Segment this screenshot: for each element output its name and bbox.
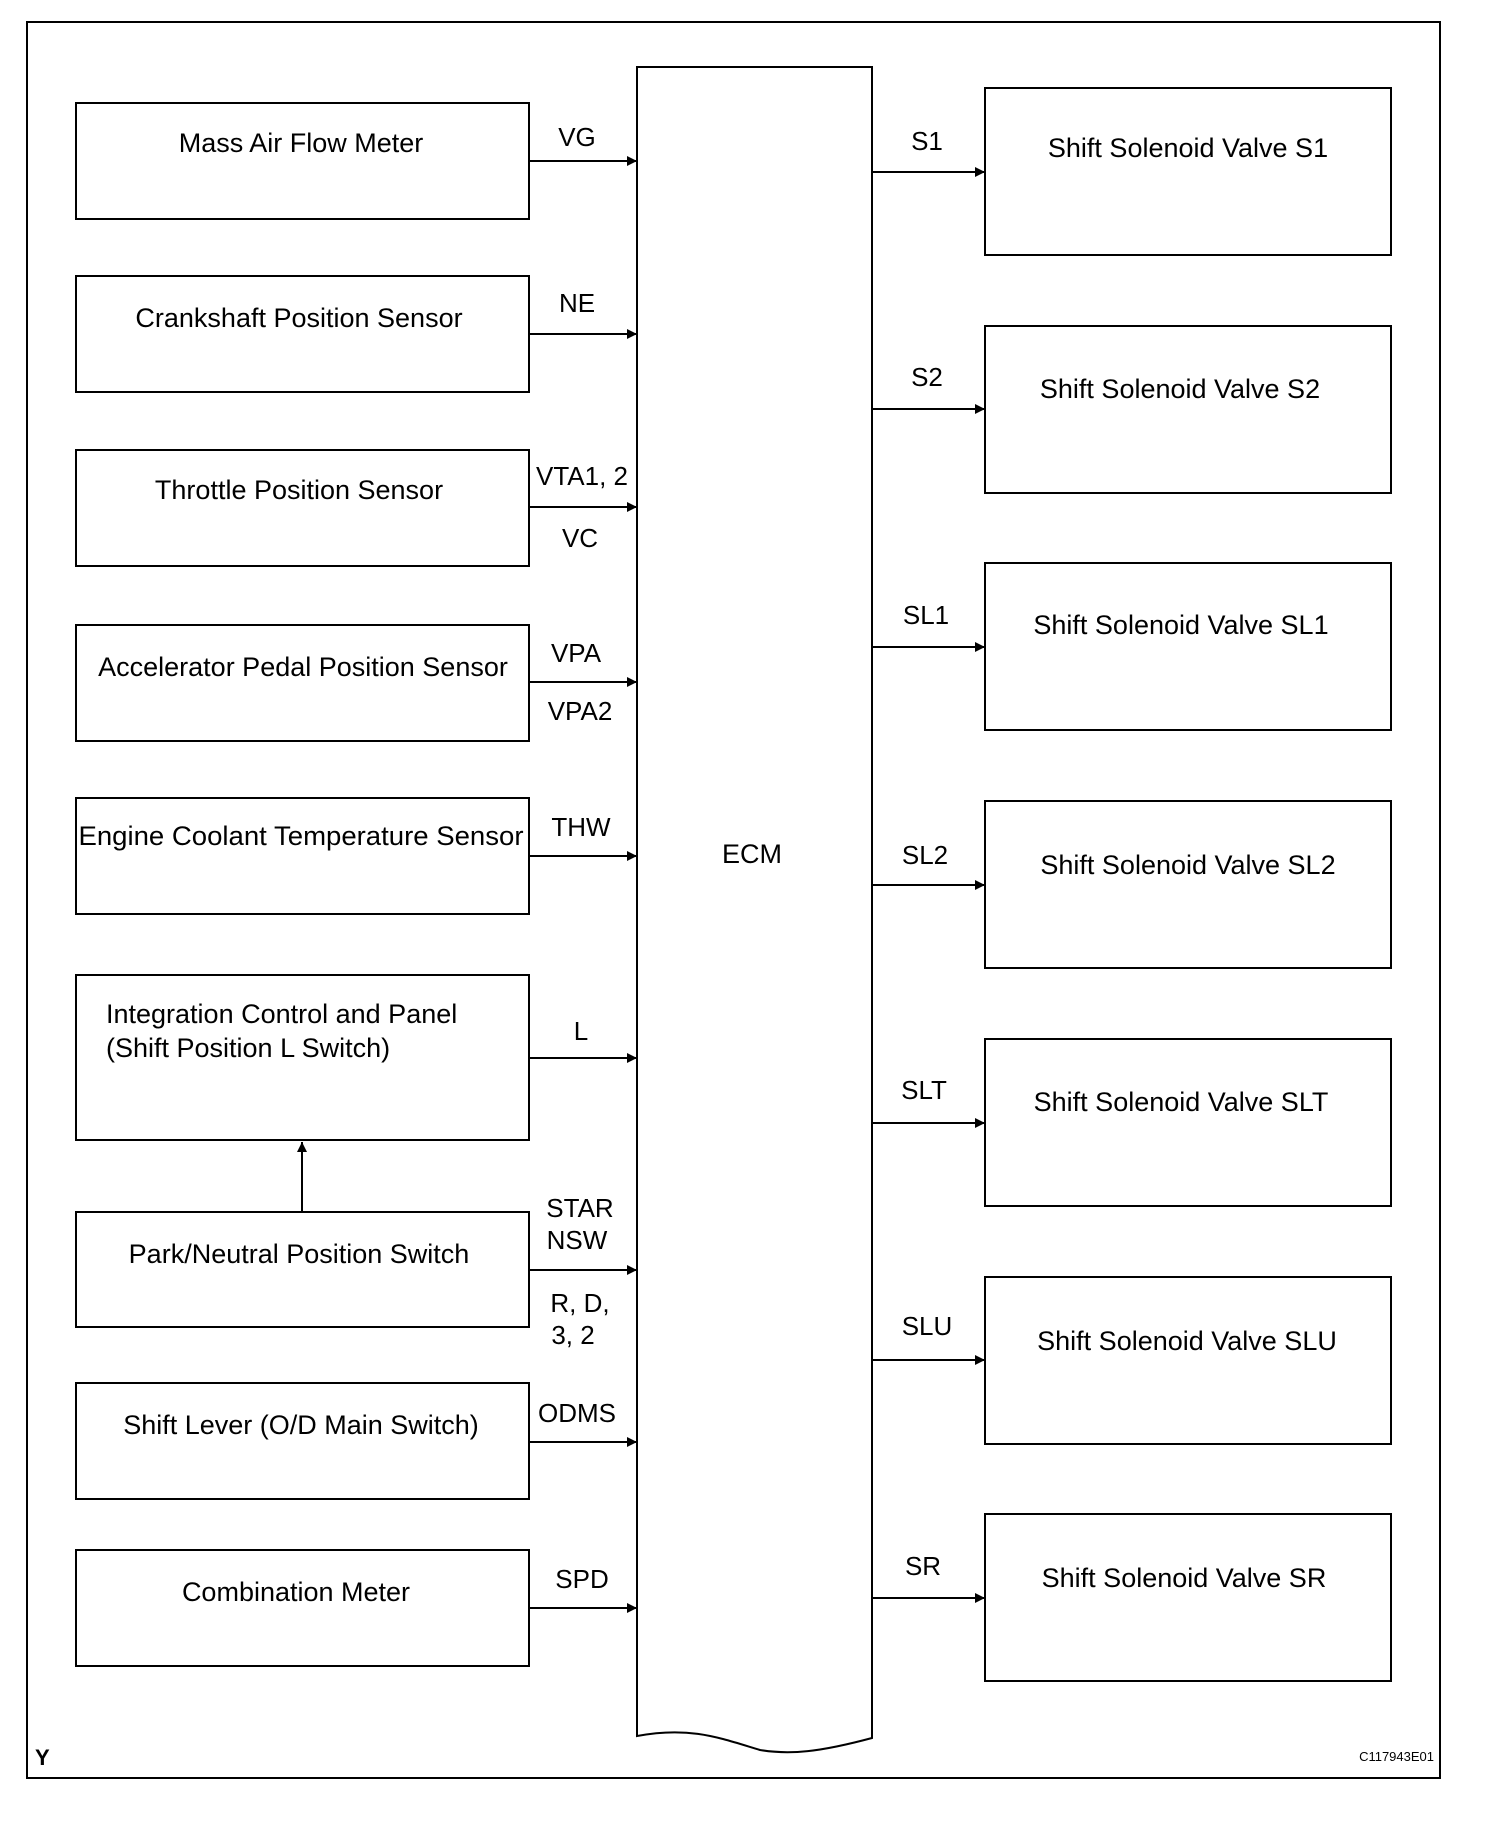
diagram-frame [26,21,1441,1779]
signal-label: ODMS [538,1398,616,1428]
input-mass-air-flow-meter: Mass Air Flow Meter VG [75,102,637,220]
input-box [75,624,530,742]
output-box [984,325,1392,494]
input-box [75,1211,530,1328]
input-label: (Shift Position L Switch) [106,1033,390,1063]
signal-label: VPA2 [548,696,613,726]
signal-label: 3, 2 [551,1320,594,1350]
input-label: Engine Coolant Temperature Sensor [79,821,524,851]
input-label: Accelerator Pedal Position Sensor [98,652,508,682]
input-label: Shift Lever (O/D Main Switch) [123,1410,479,1440]
output-shift-solenoid-valve-sl2: Shift Solenoid Valve SL2 SL2 [872,800,1392,969]
input-integration-control-panel: Integration Control and Panel (Shift Pos… [75,974,637,1141]
signal-label: NSW [547,1225,608,1255]
figure-code: C117943E01 [1359,1749,1434,1764]
input-box [75,449,530,567]
output-shift-solenoid-valve-s2: Shift Solenoid Valve S2 S2 [872,325,1392,494]
output-label: Shift Solenoid Valve SL1 [1033,610,1328,640]
signal-label: NE [559,288,595,318]
signal-label: L [574,1016,588,1046]
output-label: Shift Solenoid Valve SLU [1037,1326,1337,1356]
signal-label: SLU [902,1311,953,1341]
input-label: Integration Control and Panel [106,999,457,1029]
output-box [984,562,1392,731]
signal-label: VG [558,122,596,152]
input-shift-lever-od-main-switch: Shift Lever (O/D Main Switch) ODMS [75,1382,637,1500]
output-box [984,1513,1392,1682]
signal-label: R, D, [550,1288,609,1318]
input-label: Combination Meter [182,1577,410,1607]
input-crankshaft-position-sensor: Crankshaft Position Sensor NE [75,275,637,393]
signal-label: SL2 [902,840,948,870]
output-label: Shift Solenoid Valve S2 [1040,374,1320,404]
input-throttle-position-sensor: Throttle Position Sensor VTA1, 2 VC [75,449,637,567]
input-label: Throttle Position Sensor [155,475,443,505]
signal-label: VTA1, 2 [536,461,628,491]
input-park-neutral-position-switch: Park/Neutral Position Switch STAR NSW R,… [75,1193,637,1350]
output-box [984,800,1392,969]
output-box [984,1038,1392,1207]
input-box [75,1382,530,1500]
input-combination-meter: Combination Meter SPD [75,1549,637,1667]
output-shift-solenoid-valve-sl1: Shift Solenoid Valve SL1 SL1 [872,562,1392,731]
output-label: Shift Solenoid Valve S1 [1048,133,1328,163]
signal-label: STAR [546,1193,613,1223]
input-box [75,974,530,1141]
input-box [75,275,530,393]
signal-label: SLT [901,1075,947,1105]
output-label: Shift Solenoid Valve SR [1042,1563,1327,1593]
output-shift-solenoid-valve-slt: Shift Solenoid Valve SLT SLT [872,1038,1392,1207]
output-shift-solenoid-valve-s1: Shift Solenoid Valve S1 S1 [872,87,1392,256]
input-label: Mass Air Flow Meter [179,128,424,158]
output-box [984,1276,1392,1445]
input-box [75,102,530,220]
input-accelerator-pedal-position-sensor: Accelerator Pedal Position Sensor VPA VP… [75,624,637,742]
corner-mark: Y [35,1745,50,1770]
output-shift-solenoid-valve-slu: Shift Solenoid Valve SLU SLU [872,1276,1392,1445]
signal-label: VPA [551,638,602,668]
signal-label: THW [551,812,611,842]
signal-label: SL1 [903,600,949,630]
output-shift-solenoid-valve-sr: Shift Solenoid Valve SR SR [872,1513,1392,1682]
input-box [75,797,530,915]
signal-label: VC [562,523,598,553]
signal-label: S1 [911,126,943,156]
output-label: Shift Solenoid Valve SL2 [1040,850,1335,880]
input-label: Crankshaft Position Sensor [135,303,462,333]
input-engine-coolant-temperature-sensor: Engine Coolant Temperature Sensor THW [75,797,637,915]
output-box [984,87,1392,256]
ecm-label: ECM [722,839,782,869]
signal-label: SR [905,1551,941,1581]
output-label: Shift Solenoid Valve SLT [1034,1087,1329,1117]
ecm-block [636,66,873,1754]
input-label: Park/Neutral Position Switch [129,1239,470,1269]
signal-label: S2 [911,362,943,392]
signal-label: SPD [555,1564,608,1594]
input-box [75,1549,530,1667]
